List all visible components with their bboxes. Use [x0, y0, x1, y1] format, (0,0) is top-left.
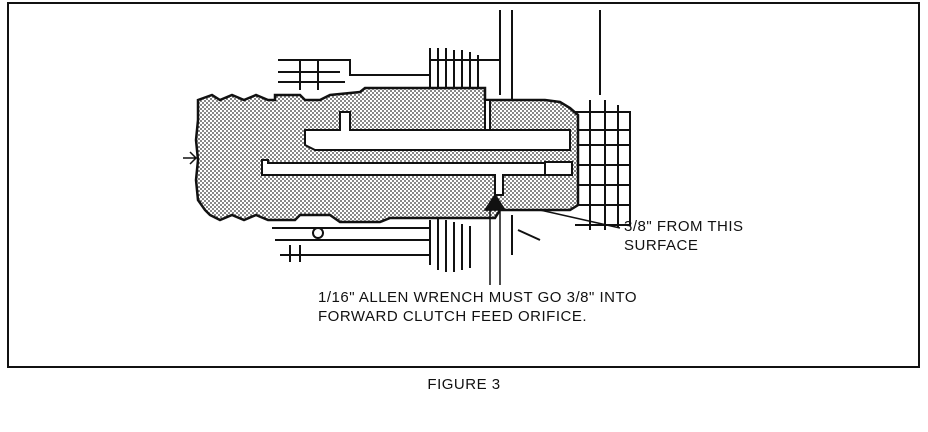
- wrench-callout-line1: 1/16" ALLEN WRENCH MUST GO 3/8" INTO: [318, 289, 638, 306]
- surface-callout-line2: SURFACE: [624, 237, 699, 254]
- orifice-arrow: [483, 193, 507, 285]
- figure-caption: FIGURE 3: [427, 376, 501, 393]
- surface-callout: 3/8" FROM THIS SURFACE: [624, 217, 744, 255]
- wrench-callout: 1/16" ALLEN WRENCH MUST GO 3/8" INTO FOR…: [318, 288, 637, 326]
- surface-leader-line: [539, 209, 621, 229]
- left-notch: [183, 151, 198, 165]
- housing-outline-top: [278, 10, 601, 100]
- housing-outline-bottom: [272, 215, 541, 272]
- figure-frame: [7, 2, 920, 368]
- internal-passages: [261, 99, 573, 196]
- surface-callout-line1: 3/8" FROM THIS: [624, 218, 744, 235]
- right-side-plates: [575, 100, 631, 230]
- wrench-callout-line2: FORWARD CLUTCH FEED ORIFICE.: [318, 308, 588, 325]
- valve-body-section: [194, 86, 580, 224]
